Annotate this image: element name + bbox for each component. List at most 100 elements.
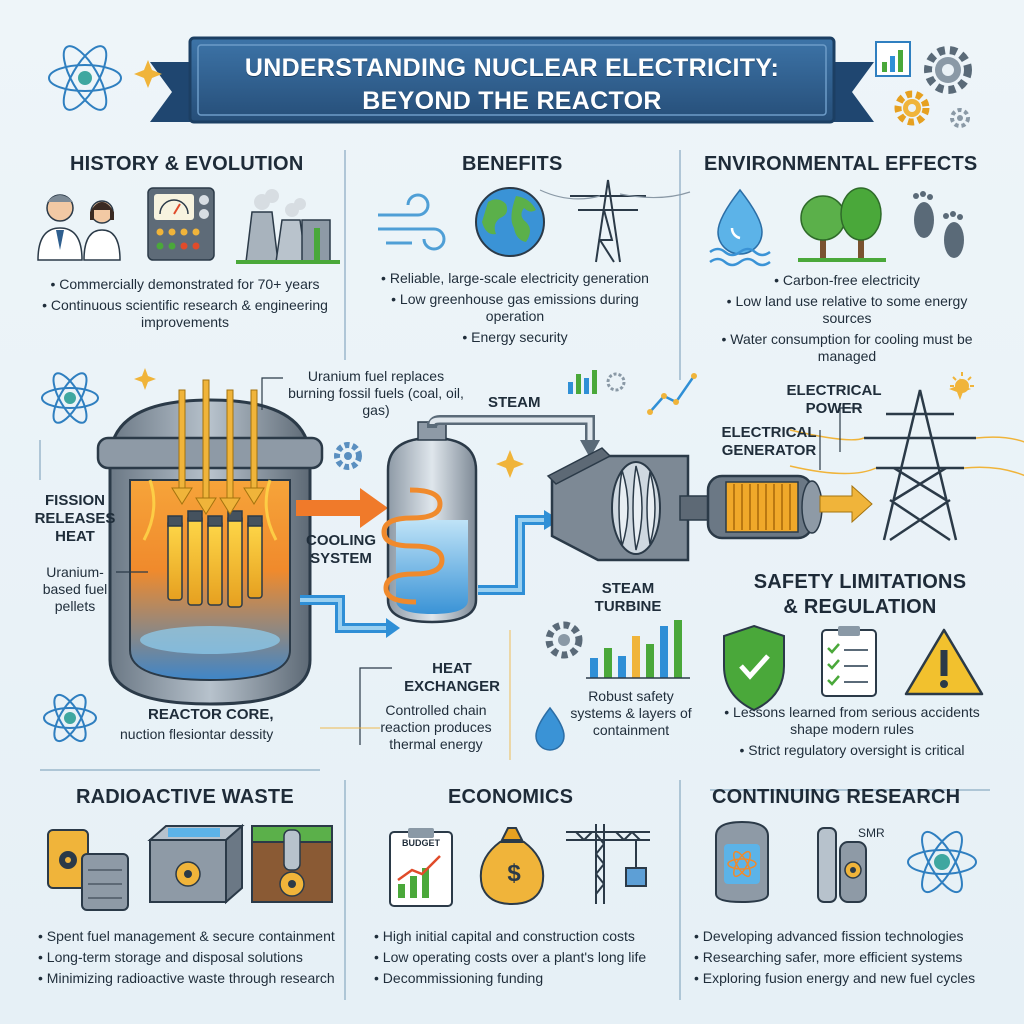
safety-systems-label: Robust safety systems & layers of contai… [570,688,692,738]
benefits-bullet: Energy security [380,329,650,346]
control-panel-icon [147,187,215,261]
atom-icon [48,45,122,111]
money-bag-icon [479,827,545,906]
budget-label: BUDGET [402,838,440,848]
research-title: CONTINUING RESEARCH [712,786,961,808]
leader-lines [116,377,862,745]
fuel-pellets-label: Uranium-based fuel pellets [42,564,108,614]
control-rods [167,510,263,608]
heat-exchanger [381,421,478,624]
water-drop-icon [709,188,771,267]
smr-module-icon [817,827,867,903]
research-bullet: Researching safer, more efficient system… [694,949,994,966]
steam-turbine [546,447,711,562]
history-bullets: Commercially demonstrated for 70+ years … [40,276,330,335]
research-bullet: Exploring fusion energy and new fuel cyc… [694,970,994,987]
steam-label: STEAM [488,394,541,411]
heat-exchanger-label: HEAT EXCHANGER [404,660,500,695]
cooling-system-label: COOLING SYSTEM [306,532,376,567]
waste-bullet: Long-term storage and disposal solutions [38,949,358,966]
bar-chart-icon [875,41,911,77]
safety-bullet: Lessons learned from serious accidents s… [712,704,992,738]
globe-icon [475,187,545,257]
environment-bullet: Carbon-free electricity [712,272,982,289]
environment-bullets: Carbon-free electricity Low land use rel… [712,272,982,369]
uranium-fuel-label: Uranium fuel replaces burning fossil fue… [288,368,464,418]
construction-crane-icon [566,824,650,904]
reactor-core-label: REACTOR CORE, [148,706,274,723]
page-title: UNDERSTANDING NUCLEAR ELECTRICITY: BEYON… [200,52,824,118]
steam-turbine-label: STEAM TURBINE [594,580,662,615]
power-tower-icon [789,389,1024,542]
footprints-icon [913,191,964,258]
waste-bullet: Minimizing radioactive waste through res… [38,970,358,987]
dollar-icon: $ [507,860,521,887]
electrical-generator [706,474,823,540]
benefits-bullet: Reliable, large-scale electricity genera… [380,270,650,287]
environment-bullet: Water consumption for cooling must be ma… [712,331,982,365]
benefits-bullets: Reliable, large-scale electricity genera… [380,270,650,350]
benefits-bullet: Low greenhouse gas emissions during oper… [380,291,650,325]
safety-bullets: Lessons learned from serious accidents s… [712,704,992,763]
safety-bullet: Strict regulatory oversight is critical [712,742,992,759]
history-bullet: Commercially demonstrated for 70+ years [40,276,330,293]
underground-storage-icon [251,825,333,903]
mini-chart-icon [568,370,626,394]
trees-icon [798,187,886,262]
fuel-arrows [171,379,265,515]
research-bullet: Developing advanced fission technologies [694,928,994,945]
atom-icon [43,693,97,743]
economics-title: ECONOMICS [448,786,574,808]
wind-icon [378,193,446,251]
scientists-icon [37,194,121,261]
bar-chart-icon [586,620,690,679]
gear-icon [334,442,362,470]
gear-icon [545,621,583,659]
budget-clipboard-icon [389,828,453,907]
waste-bullet: Spent fuel management & secure containme… [38,928,358,945]
gear-icon [950,108,970,128]
title-banner [150,36,874,124]
waste-bullets: Spent fuel management & secure containme… [38,928,358,991]
electrical-generator-label: ELECTRICAL GENERATOR [721,424,817,459]
economics-bullets: High initial capital and construction co… [374,928,684,991]
checklist-icon [821,626,877,697]
chain-reaction-label: Controlled chain reaction produces therm… [380,702,492,752]
environment-bullet: Low land use relative to some energy sou… [712,293,982,327]
lightbulb-icon [950,372,974,393]
fission-heat-label: FISSION RELEASES HEAT [34,492,116,545]
benefits-title: BENEFITS [462,153,563,175]
waste-title: RADIOACTIVE WASTE [76,786,294,808]
gear-icon [924,46,972,94]
reactor-core-sub-label: nuction flesiontar dessity [120,726,274,742]
reactor-research-icon [715,820,769,904]
safety-title-line-1: SAFETY LIMITATIONS [753,571,967,593]
gear-icon [894,90,930,126]
water-drop-icon [535,706,565,751]
economics-bullet: High initial capital and construction co… [374,928,684,945]
economics-bullet: Low operating costs over a plant's long … [374,949,684,966]
environment-title: ENVIRONMENTAL EFFECTS [704,153,978,175]
warning-icon [904,628,984,696]
page-title-line-2: BEYOND THE REACTOR [362,87,662,115]
electrical-power-label: ELECTRICAL POWER [786,382,882,417]
steam-arrow [580,440,600,458]
history-bullet: Continuous scientific research & enginee… [40,297,330,331]
economics-bullet: Decommissioning funding [374,970,684,987]
line-chart-icon [647,373,697,415]
connector-lines [320,630,511,760]
fusion-atom-icon [907,830,977,894]
shield-check-icon [723,624,785,712]
containment-box-icon [147,823,245,905]
transmission-tower-icon [539,179,691,263]
safety-title: SAFETY LIMITATIONS & REGULATION [730,570,990,620]
history-title: HISTORY & EVOLUTION [70,153,304,175]
waste-barrels-icon [47,829,129,911]
heat-arrow [296,488,388,528]
page-title-line-1: UNDERSTANDING NUCLEAR ELECTRICITY: [244,54,780,82]
smr-label: SMR [858,826,885,840]
atom-icon [41,372,99,424]
research-bullets: Developing advanced fission technologies… [694,928,994,991]
power-arrow [819,484,873,524]
